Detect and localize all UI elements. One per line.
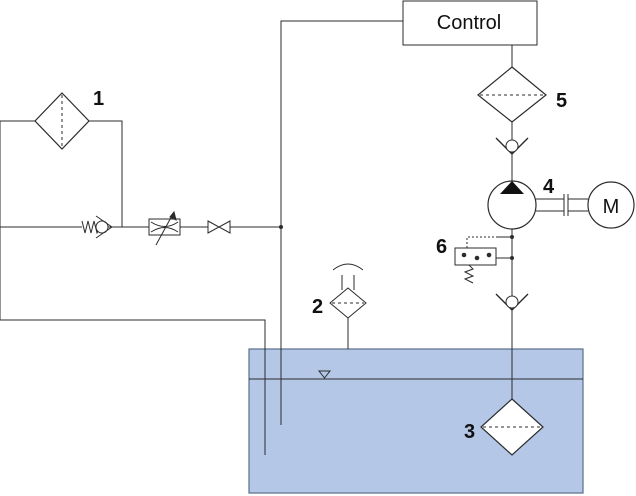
- filter-diamond-icon: [34, 92, 90, 150]
- junction-dot: [510, 256, 514, 260]
- control-label: Control: [437, 12, 501, 34]
- fluid-level-icon: [317, 370, 332, 379]
- control-box: Control: [402, 0, 538, 46]
- callout-4: 4: [543, 176, 555, 198]
- callout-1: 1: [93, 88, 104, 110]
- check-valve-icon: [81, 215, 113, 239]
- piping: [0, 20, 513, 455]
- filter-diamond-icon: [477, 66, 547, 123]
- junction-dot: [279, 225, 283, 229]
- motor-icon: M: [587, 181, 635, 229]
- coupling-icon: [536, 194, 588, 216]
- adjustable-throttle-icon: [130, 210, 182, 246]
- motor-label: M: [603, 196, 620, 218]
- shutoff-valve-icon: [207, 220, 231, 234]
- callout-5: 5: [556, 90, 567, 112]
- check-valve-icon: [495, 293, 529, 311]
- callout-6: 6: [436, 236, 447, 258]
- callout-labels: 1 2 3 4 5 6: [93, 88, 567, 443]
- check-valve-icon: [495, 137, 529, 155]
- callout-3: 3: [464, 421, 475, 443]
- relief-valve-icon: [454, 236, 497, 284]
- pump-icon: [487, 180, 537, 230]
- callout-2: 2: [312, 296, 323, 318]
- breather-icon: [329, 263, 367, 319]
- filter-diamond-icon: [480, 398, 544, 456]
- junction-dot: [510, 235, 514, 239]
